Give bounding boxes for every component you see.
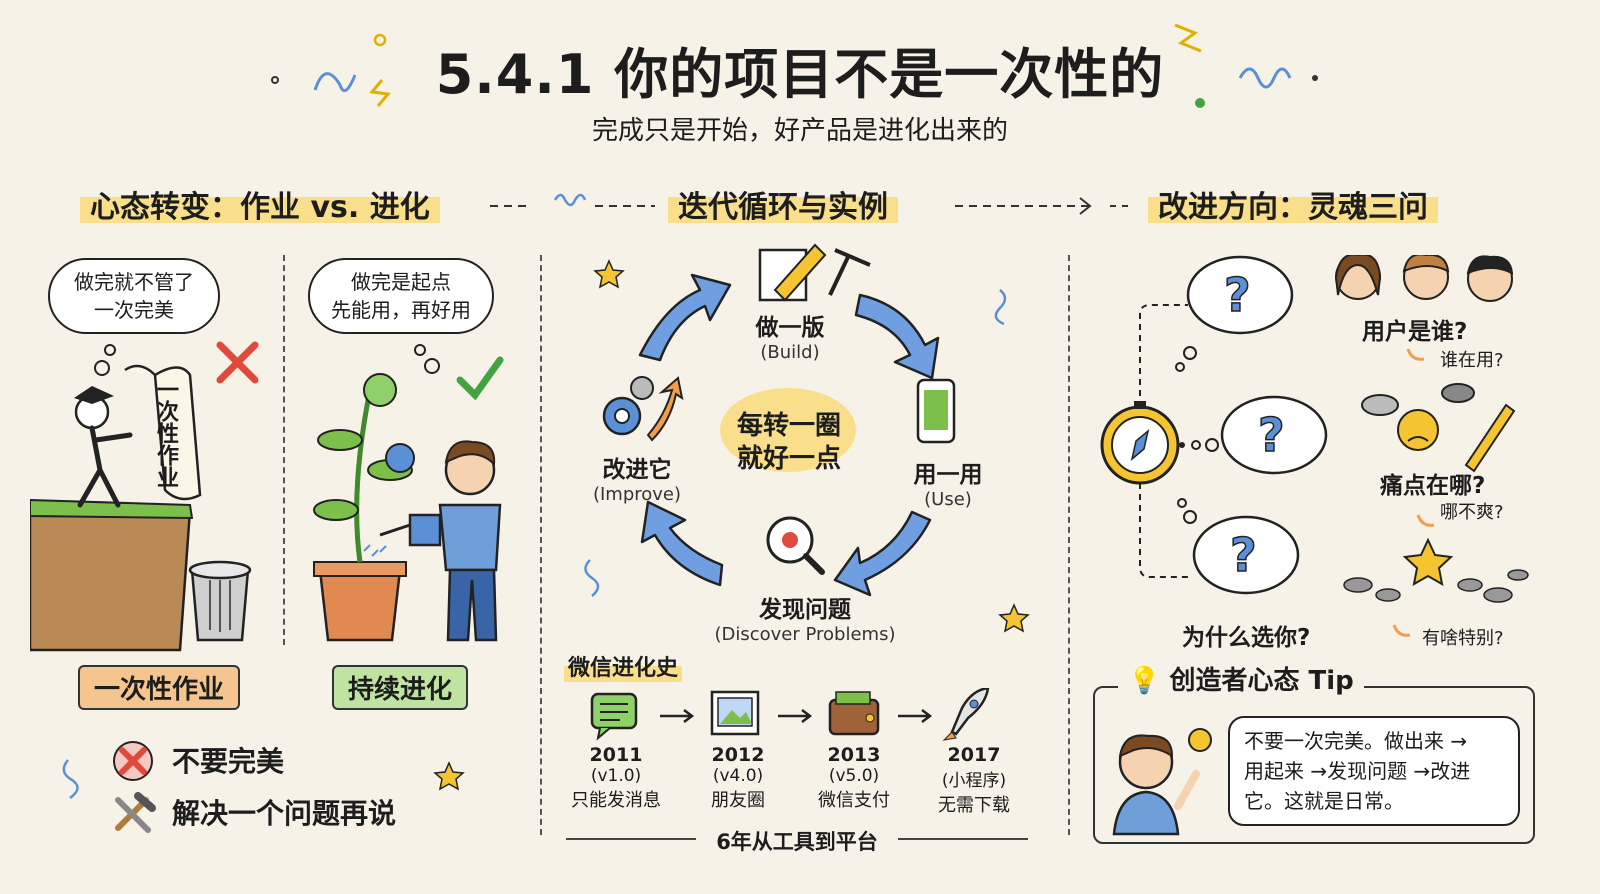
chat-icon bbox=[590, 692, 638, 741]
thought-bubble-one-time: 做完就不管了 一次完美 bbox=[48, 258, 220, 334]
milestone-year: 2017 bbox=[947, 744, 1001, 766]
question-mark-icon: ? bbox=[1224, 268, 1251, 322]
question-pain: 痛点在哪? bbox=[1380, 473, 1486, 499]
milestone-version: (v4.0) bbox=[712, 766, 764, 786]
bubble-line: 先能用，再好用 bbox=[331, 298, 471, 322]
lightbulb-icon: 💡 bbox=[1128, 666, 1161, 696]
milestone-feature: 只能发消息 bbox=[571, 790, 661, 811]
step-use-label: 用一用 bbox=[913, 462, 983, 488]
milestone-feature: 微信支付 bbox=[818, 790, 890, 811]
milestone-feature: 朋友圈 bbox=[711, 790, 765, 811]
milestone-year: 2012 bbox=[711, 744, 765, 766]
iteration-cycle-diagram bbox=[602, 243, 956, 597]
tools-icon bbox=[115, 792, 156, 833]
cycle-center-line: 就好一点 bbox=[736, 444, 841, 474]
wallet-icon bbox=[828, 691, 880, 736]
cycle-center-line: 每转一圈 bbox=[736, 411, 841, 441]
footer-line-right bbox=[898, 838, 1028, 840]
rule-solve-one-problem: 解决一个问题再说 bbox=[172, 797, 397, 830]
three-questions-diagram: ? ? ? bbox=[1100, 255, 1529, 637]
cliff-scroll-illustration bbox=[30, 341, 259, 652]
cycle-center-text: 每转一圈 就好一点 bbox=[724, 410, 854, 476]
question-who-sub: 谁在用? bbox=[1440, 350, 1504, 371]
step-discover-label: 发现问题 bbox=[759, 597, 851, 623]
wechat-footer: 6年从工具到平台 bbox=[716, 830, 878, 854]
wechat-history-title: 微信进化史 bbox=[564, 650, 683, 682]
page-subtitle: 完成只是开始，好产品是进化出来的 bbox=[591, 116, 1008, 146]
question-why-you: 为什么选你? bbox=[1182, 625, 1311, 651]
tag-one-time-homework: 一次性作业 bbox=[78, 665, 241, 710]
photo-icon bbox=[710, 690, 760, 736]
plant-watering-illustration bbox=[313, 344, 504, 642]
step-discover: 发现问题 (Discover Problems) bbox=[690, 590, 920, 645]
question-mark-icon: ? bbox=[1230, 528, 1257, 582]
bubble-line: 做完是起点 bbox=[351, 270, 451, 294]
tip-person-illustration bbox=[1112, 728, 1212, 836]
milestone-version: (v1.0) bbox=[590, 766, 642, 786]
tip-line: 不要一次完美。做出来 → bbox=[1244, 729, 1468, 753]
divider-right bbox=[1068, 255, 1070, 835]
question-why-you-sub: 有啥特别? bbox=[1422, 628, 1504, 649]
section-cycle-title: 迭代循环与实例 bbox=[668, 180, 898, 228]
step-build-en: (Build) bbox=[760, 342, 820, 363]
milestone-2011: 2011 (v1.0) 只能发消息 bbox=[566, 744, 666, 812]
milestone-feature: 无需下载 bbox=[938, 795, 1010, 816]
milestone-2017: 2017 (小程序) 无需下载 bbox=[924, 744, 1024, 817]
step-build: 做一版 (Build) bbox=[730, 308, 850, 363]
question-pain-sub: 哪不爽? bbox=[1440, 502, 1504, 523]
step-build-label: 做一版 bbox=[755, 315, 825, 341]
page-title: 5.4.1 你的项目不是一次性的 bbox=[435, 43, 1165, 106]
footer-line-left bbox=[566, 838, 696, 840]
step-use: 用一用 (Use) bbox=[893, 455, 1003, 510]
thought-bubble-evolve: 做完是起点 先能用，再好用 bbox=[308, 258, 494, 334]
tip-line: 用起来 →发现问题 →改进 bbox=[1244, 759, 1471, 783]
milestone-version: (v5.0) bbox=[828, 766, 880, 786]
step-discover-en: (Discover Problems) bbox=[714, 624, 896, 645]
wechat-timeline-icons bbox=[590, 688, 990, 741]
step-improve-label: 改进它 bbox=[602, 457, 672, 483]
section-mindset-title: 心态转变：作业 vs. 进化 bbox=[80, 180, 440, 228]
scroll-text: 一次性作业 bbox=[153, 378, 178, 488]
milestone-version: (小程序) bbox=[941, 771, 1007, 791]
divider-left bbox=[540, 255, 542, 835]
milestone-year: 2011 bbox=[589, 744, 643, 766]
tip-bubble: 不要一次完美。做出来 → 用起来 →发现问题 →改进 它。这就是日常。 bbox=[1228, 716, 1520, 826]
question-who: 用户是谁? bbox=[1362, 319, 1468, 345]
section-direction-title: 改进方向：灵魂三问 bbox=[1148, 180, 1438, 228]
cross-icon bbox=[113, 741, 153, 781]
step-improve: 改进它 (Improve) bbox=[582, 450, 692, 505]
tip-line: 它。这就是日常。 bbox=[1244, 789, 1404, 813]
step-improve-en: (Improve) bbox=[592, 484, 682, 505]
step-use-en: (Use) bbox=[924, 489, 972, 510]
milestone-2013: 2013 (v5.0) 微信支付 bbox=[804, 744, 904, 812]
tag-continuous-evolution: 持续进化 bbox=[332, 665, 469, 710]
tip-title: 💡 创造者心态 Tip bbox=[1118, 660, 1364, 697]
tip-title-text: 创造者心态 Tip bbox=[1169, 666, 1354, 696]
milestone-2012: 2012 (v4.0) 朋友圈 bbox=[688, 744, 788, 812]
milestone-year: 2013 bbox=[827, 744, 881, 766]
bubble-line: 做完就不管了 bbox=[74, 270, 194, 294]
rocket-icon bbox=[942, 688, 990, 741]
bubble-line: 一次完美 bbox=[94, 298, 174, 322]
divider-mindset bbox=[283, 255, 285, 645]
question-mark-icon: ? bbox=[1258, 408, 1285, 462]
rule-no-perfection: 不要完美 bbox=[172, 745, 285, 778]
